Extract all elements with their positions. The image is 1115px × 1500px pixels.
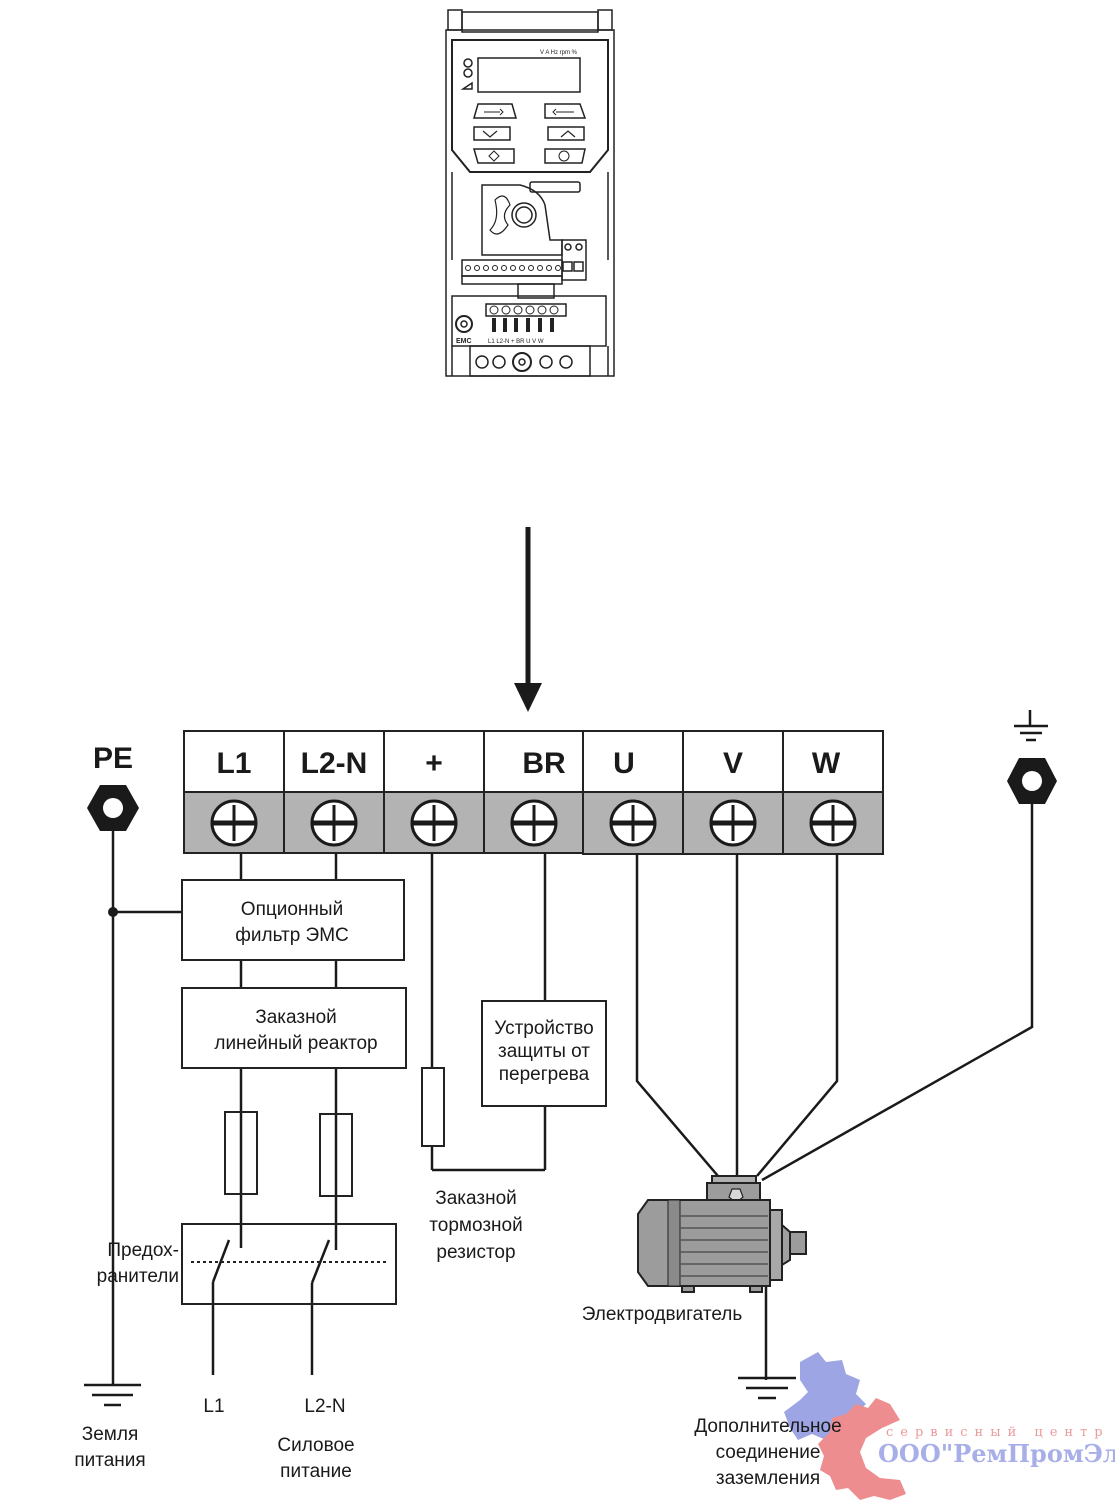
junction-dot xyxy=(108,907,118,917)
terminal-label-BR: BR xyxy=(522,747,566,780)
down-key xyxy=(473,126,511,141)
down-arrow xyxy=(514,527,542,712)
display-screen xyxy=(477,57,581,93)
extra-ground-label-line1: Дополнительное xyxy=(694,1416,841,1437)
ground-nut-icon xyxy=(1007,758,1057,804)
thermal-protection-line3: перегрева xyxy=(499,1064,590,1085)
display-units: V A Hz rpm % xyxy=(540,50,578,56)
screw-icon-L2N xyxy=(310,799,358,847)
supply-ground-label-line1: Земля xyxy=(82,1424,138,1445)
red-gear-icon xyxy=(818,1398,906,1500)
terminal-screws xyxy=(210,799,857,847)
wires xyxy=(111,804,1034,1385)
supply-ground-icon xyxy=(84,1383,141,1407)
terminal-label-W: W xyxy=(812,747,841,780)
watermark-line2: ООО"РемПромЭл" xyxy=(878,1439,1115,1468)
pe-nut-icon xyxy=(87,785,139,831)
brake-resistor-label-line1: Заказной xyxy=(435,1188,517,1209)
line-reactor-line1: Заказной xyxy=(255,1007,337,1028)
start-key xyxy=(473,148,515,164)
screw-icon-L1 xyxy=(210,799,258,847)
fuses-label-line2: ранители xyxy=(97,1266,179,1287)
motor-icon xyxy=(637,1175,807,1293)
power-supply-label-line1: Силовое xyxy=(277,1435,354,1456)
extra-ground-label-line3: заземления xyxy=(716,1468,820,1489)
brake-resistor-symbol xyxy=(421,1067,445,1147)
brake-resistor-label-line2: тормозной xyxy=(429,1215,522,1236)
switch-box xyxy=(181,1223,397,1305)
back-key xyxy=(473,103,517,119)
screw-icon-V xyxy=(709,799,757,847)
watermark-logo: сервисный центр ООО"РемПромЭл" xyxy=(784,1352,1115,1500)
terminal-label-V: V xyxy=(723,747,743,780)
screw-icon-U xyxy=(609,799,657,847)
extra-ground-icon xyxy=(738,1376,796,1400)
terminal-label-plus: + xyxy=(425,747,443,780)
ground-symbol-icon xyxy=(1014,710,1048,742)
emc-filter-line2: фильтр ЭМС xyxy=(235,925,349,946)
emc-label: EMC xyxy=(456,338,472,345)
thermal-protection-line1: Устройство xyxy=(494,1018,593,1039)
power-supply-label-line2: питание xyxy=(280,1461,352,1482)
thermal-protection-block xyxy=(481,1000,607,1107)
supply-l1-label: L1 xyxy=(203,1396,224,1417)
watermark-line1: сервисный центр xyxy=(886,1425,1110,1440)
emc-filter-line1: Опционный xyxy=(241,899,343,920)
w-wire xyxy=(756,853,839,1177)
inverter-device: V A Hz rpm % xyxy=(445,9,615,377)
supply-l2n-label: L2-N xyxy=(304,1396,345,1417)
stop-key xyxy=(544,148,586,164)
fuse-l2-symbol xyxy=(319,1113,353,1197)
fuses-label-line1: Предох- xyxy=(107,1240,179,1261)
fuse-l1-symbol xyxy=(224,1111,258,1195)
up-key xyxy=(547,126,585,141)
terminal-label-U: U xyxy=(613,747,635,780)
brake-resistor-label-line3: резистор xyxy=(436,1242,515,1263)
thermal-protection-line2: защиты от xyxy=(498,1041,590,1062)
emc-filter-block xyxy=(181,879,405,961)
line-reactor-line2: линейный реактор xyxy=(214,1033,377,1054)
terminal-label-L1: L1 xyxy=(216,747,251,780)
ground-wire xyxy=(761,804,1034,1182)
extra-ground-label-line2: соединение xyxy=(716,1442,821,1463)
line-reactor-block xyxy=(181,987,407,1069)
screw-icon-BR xyxy=(510,799,558,847)
pe-label: PE xyxy=(93,742,133,775)
terminal-label-L2N: L2-N xyxy=(301,747,368,780)
supply-ground-label-line2: питания xyxy=(74,1450,145,1471)
screw-icon-W xyxy=(809,799,857,847)
motor-label: Электродвигатель xyxy=(582,1304,743,1325)
u-wire xyxy=(635,853,719,1177)
screw-icon-plus xyxy=(410,799,458,847)
keypad-buttons xyxy=(473,103,587,164)
enter-key xyxy=(544,103,587,119)
device-terminal-labels: L1 L2-N + BR U V W xyxy=(488,339,544,345)
